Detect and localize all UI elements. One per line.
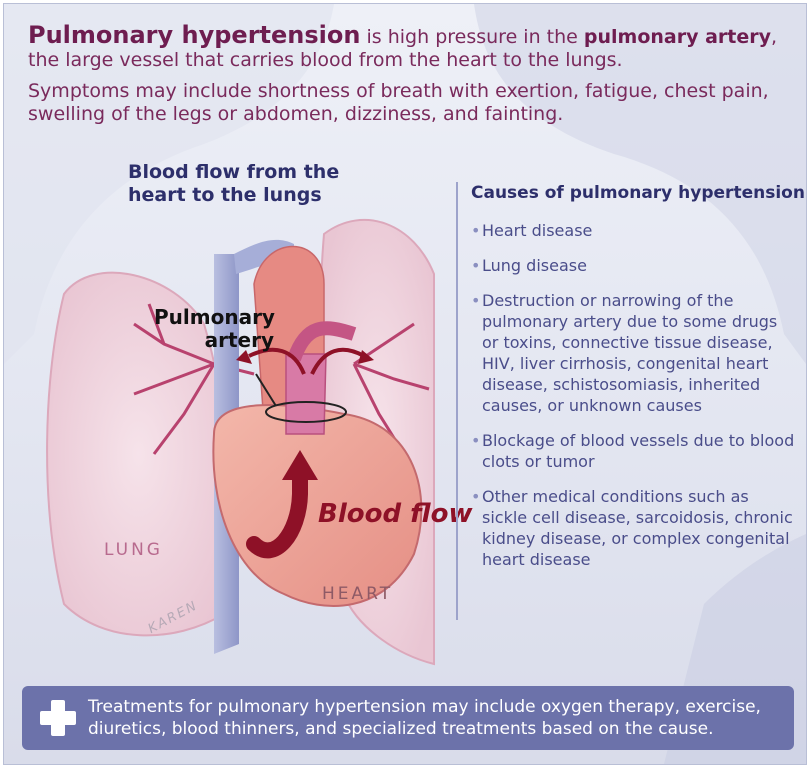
lung-label: LUNG bbox=[104, 540, 163, 560]
intro-bold: pulmonary artery bbox=[583, 26, 772, 48]
heart-lung-illustration bbox=[46, 218, 435, 666]
treatments-banner: Treatments for pulmonary hypertension ma… bbox=[22, 686, 794, 750]
intro-text: Pulmonary hypertension is high pressure … bbox=[28, 21, 798, 134]
cause-text: Destruction or narrowing of the pulmonar… bbox=[482, 291, 778, 415]
intro-line2: the large vessel that carries blood from… bbox=[28, 49, 623, 71]
cause-text: Heart disease bbox=[482, 221, 593, 240]
treatments-text: Treatments for pulmonary hypertension ma… bbox=[88, 697, 761, 739]
causes-panel: Causes of pulmonary hypertension •Heart … bbox=[456, 182, 805, 620]
infographic-frame: Pulmonary hypertension is high pressure … bbox=[3, 3, 807, 765]
intro-title: Pulmonary hypertension bbox=[28, 21, 361, 49]
pulmonary-artery-trunk bbox=[285, 353, 327, 435]
cause-item: •Destruction or narrowing of the pulmona… bbox=[471, 290, 796, 416]
cause-text: Blockage of blood vessels due to blood c… bbox=[482, 431, 795, 471]
blood-flow-label: Blood flow bbox=[318, 499, 473, 529]
bullet-icon: • bbox=[471, 221, 481, 240]
plus-icon bbox=[38, 698, 78, 738]
cause-item: •Heart disease bbox=[471, 220, 796, 241]
intro-symptoms: Symptoms may include shortness of breath… bbox=[28, 80, 769, 125]
bullet-icon: • bbox=[471, 291, 481, 310]
pulmonary-artery-label: Pulmonary artery bbox=[154, 305, 275, 352]
cause-item: •Blockage of blood vessels due to blood … bbox=[471, 430, 796, 472]
bullet-icon: • bbox=[471, 256, 481, 275]
bullet-icon: • bbox=[471, 431, 481, 450]
intro-mid: is high pressure in the bbox=[360, 26, 584, 48]
heart-label: HEART bbox=[322, 584, 394, 604]
cause-text: Lung disease bbox=[482, 256, 587, 275]
cause-item: •Other medical conditions such as sickle… bbox=[471, 486, 796, 570]
intro-definition: Pulmonary hypertension is high pressure … bbox=[28, 21, 798, 72]
intro-end: , bbox=[771, 26, 778, 48]
cause-item: •Lung disease bbox=[471, 255, 796, 276]
causes-title: Causes of pulmonary hypertension bbox=[471, 183, 805, 203]
bullet-icon: • bbox=[471, 487, 481, 506]
cause-text: Other medical conditions such as sickle … bbox=[482, 487, 793, 569]
flow-title: Blood flow from the heart to the lungs bbox=[128, 161, 340, 206]
